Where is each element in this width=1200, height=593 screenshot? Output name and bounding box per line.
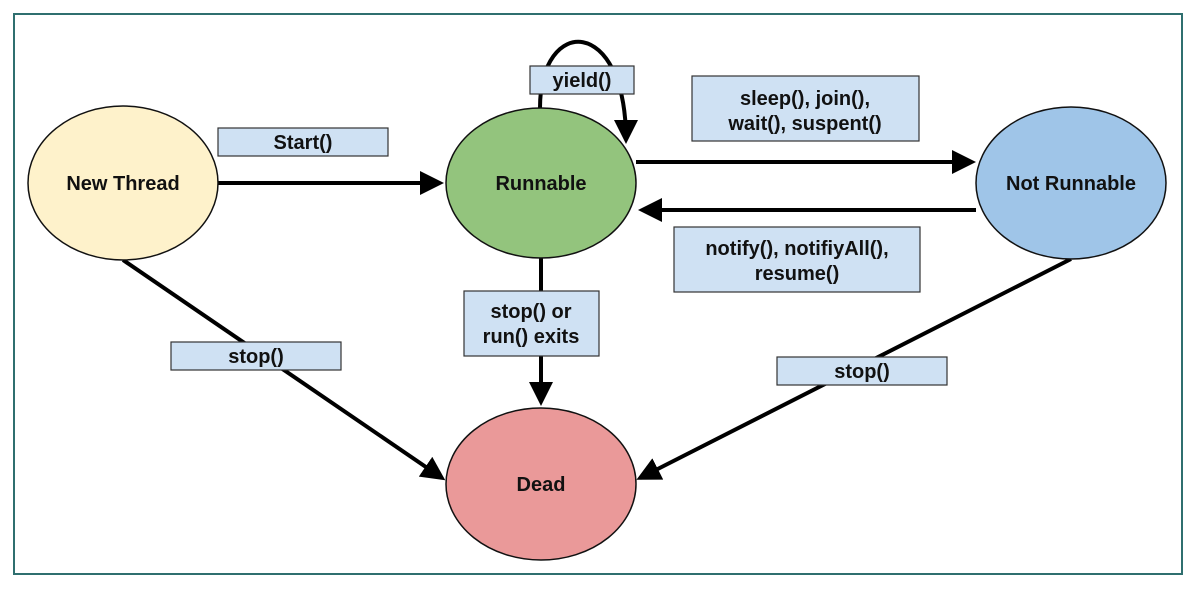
label-sleep: sleep(), join(), wait(), suspent() <box>691 75 920 142</box>
label-start-text: Start() <box>274 132 333 154</box>
label-stop-left-text: stop() <box>228 346 284 368</box>
state-dead: Dead <box>445 407 637 561</box>
label-stop-run-line2: run() exits <box>483 326 580 348</box>
label-stop-right-text: stop() <box>834 361 890 383</box>
label-notify-line2: resume() <box>755 263 839 285</box>
label-sleep-line2: wait(), suspent() <box>727 113 881 135</box>
label-stop-left: stop() <box>170 341 342 371</box>
label-stop-run-line1: stop() or <box>490 301 571 323</box>
state-new-thread-label: New Thread <box>66 173 179 195</box>
label-stop-right: stop() <box>776 356 948 386</box>
label-start: Start() <box>217 127 389 157</box>
state-new-thread: New Thread <box>27 105 219 261</box>
state-dead-label: Dead <box>517 474 566 496</box>
label-yield: yield() <box>529 65 635 95</box>
state-runnable-label: Runnable <box>495 173 586 195</box>
label-sleep-line1: sleep(), join(), <box>740 88 870 110</box>
label-notify-line1: notify(), notifiyAll(), <box>705 238 888 260</box>
label-yield-text: yield() <box>553 70 612 92</box>
state-runnable: Runnable <box>445 107 637 259</box>
state-not-runnable-label: Not Runnable <box>1006 173 1136 195</box>
label-stop-run: stop() or run() exits <box>463 290 600 357</box>
state-not-runnable: Not Runnable <box>975 106 1167 260</box>
label-notify: notify(), notifiyAll(), resume() <box>673 226 921 293</box>
